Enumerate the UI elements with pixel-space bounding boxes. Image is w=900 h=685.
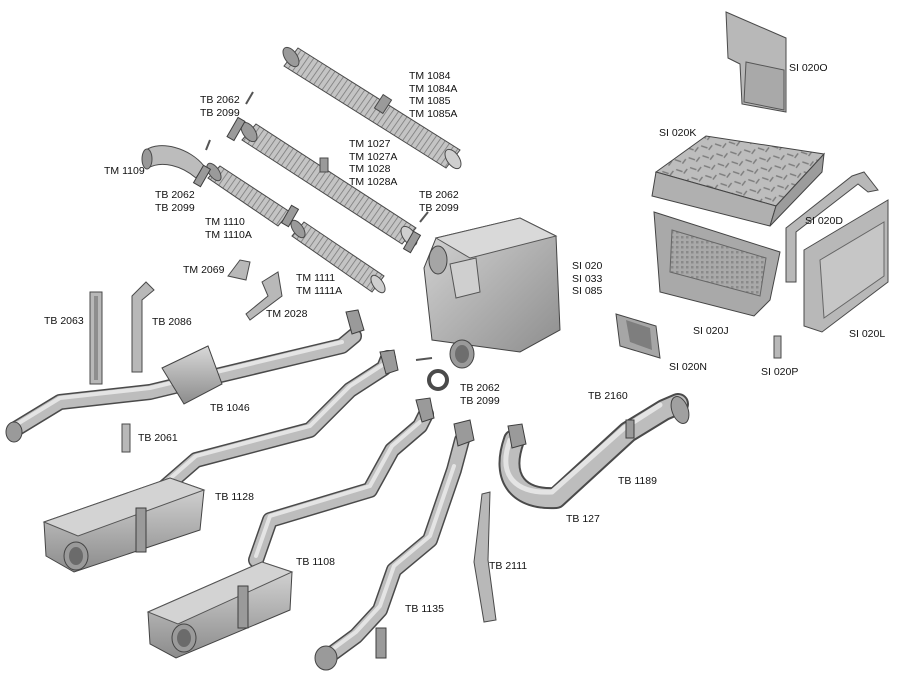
callout-tb2062-a: TB 2062 TB 2099 bbox=[200, 94, 240, 119]
clip-si020p bbox=[773, 335, 782, 359]
corrugated-pipe-tm1027 bbox=[240, 121, 418, 247]
silencer-box-si020 bbox=[423, 217, 561, 369]
callout-tm1109: TM 1109 bbox=[104, 165, 145, 177]
pipe-tb1189 bbox=[498, 393, 690, 510]
callout-tb1189: TB 1189 bbox=[618, 475, 657, 487]
side-panel-si020l bbox=[803, 199, 889, 333]
callout-si020: SI 020 SI 033 SI 085 bbox=[572, 260, 603, 297]
callout-tm1111: TM 1111 TM 1111A bbox=[296, 272, 343, 297]
callout-tb2062-d: TB 2062 TB 2099 bbox=[460, 382, 500, 407]
corrugated-pipe-tm1111 bbox=[290, 219, 386, 294]
pipe-tb1128 bbox=[42, 349, 399, 573]
callout-tb2062-c: TB 2062 TB 2099 bbox=[419, 189, 459, 214]
callout-tb2063: TB 2063 bbox=[44, 315, 84, 327]
clamp-ring-tb2062 bbox=[415, 357, 449, 391]
callout-tb1128: TB 1128 bbox=[215, 491, 254, 503]
grille-panel-si020j bbox=[653, 211, 781, 317]
callout-tb1046: TB 1046 bbox=[210, 402, 250, 414]
callout-si020o: SI 020O bbox=[789, 62, 828, 74]
callout-si020k: SI 020K bbox=[659, 127, 697, 139]
bracket-tm2028 bbox=[245, 271, 283, 321]
strap-si020d bbox=[785, 171, 879, 283]
elbow-pipe-tm1109 bbox=[141, 145, 205, 179]
bracket-tb2111 bbox=[473, 491, 497, 623]
bracket-tm2069 bbox=[227, 259, 251, 281]
callout-tm2028: TM 2028 bbox=[266, 308, 308, 320]
callout-si020l: SI 020L bbox=[849, 328, 886, 340]
tread-cover-si020k bbox=[651, 135, 826, 227]
callout-tb2062-b: TB 2062 TB 2099 bbox=[155, 189, 195, 214]
pipe-tb1046 bbox=[5, 309, 365, 443]
callout-tm1110: TM 1110 TM 1110A bbox=[205, 216, 252, 241]
bracket-tb2086 bbox=[131, 281, 155, 373]
callout-si020p: SI 020P bbox=[761, 366, 799, 378]
callout-tb2086: TB 2086 bbox=[152, 316, 192, 328]
bracket-tb2063 bbox=[89, 291, 103, 385]
bracket-tb2061 bbox=[121, 423, 131, 453]
callout-si020n: SI 020N bbox=[669, 361, 707, 373]
clamps-tb2062 bbox=[192, 91, 429, 254]
bracket-si020n bbox=[615, 313, 661, 359]
callout-tm2069: TM 2069 bbox=[183, 264, 225, 276]
callout-tb127: TB 127 bbox=[566, 513, 600, 525]
callout-tb1108: TB 1108 bbox=[296, 556, 335, 568]
callout-tm1027: TM 1027 TM 1027A TM 1028 TM 1028A bbox=[349, 138, 398, 188]
callout-tb2061: TB 2061 bbox=[138, 432, 178, 444]
callout-tb2160: TB 2160 bbox=[588, 390, 628, 402]
pipe-tb1135 bbox=[314, 419, 475, 671]
callout-tm1084: TM 1084 TM 1084A TM 1085 TM 1085A bbox=[409, 70, 458, 120]
pipe-tb1108 bbox=[146, 397, 435, 659]
panel-si020o bbox=[725, 11, 787, 113]
callout-si020j: SI 020J bbox=[693, 325, 729, 337]
callout-si020d: SI 020D bbox=[805, 215, 843, 227]
callout-tb2111: TB 2111 bbox=[489, 560, 528, 572]
callout-tb1135: TB 1135 bbox=[405, 603, 444, 615]
corrugated-pipe-tm1084 bbox=[282, 46, 462, 170]
